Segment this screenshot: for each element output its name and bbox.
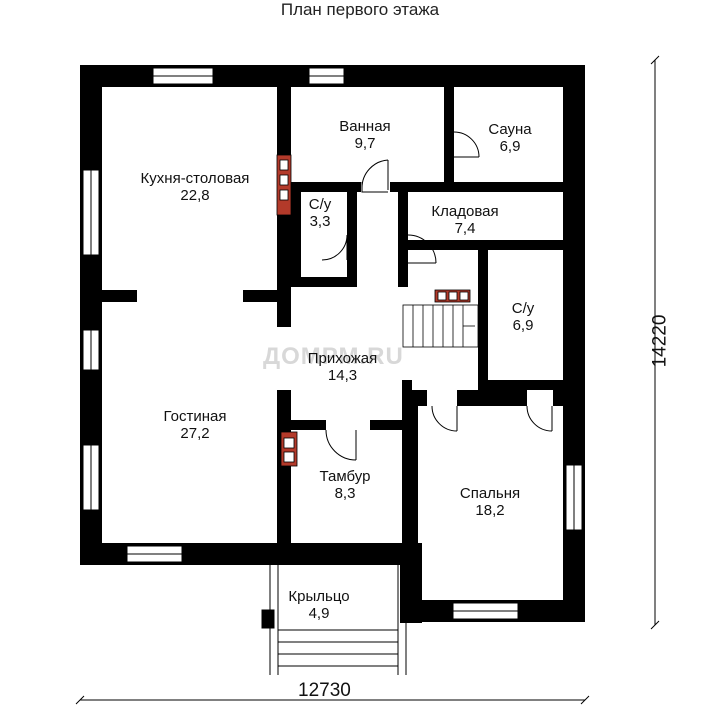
room-name: С/у bbox=[511, 300, 535, 317]
room-name: Кухня-столовая bbox=[140, 170, 250, 187]
room-area: 8,3 bbox=[334, 485, 356, 502]
room-bathroom: Ванная 9,7 bbox=[320, 118, 410, 152]
room-name: С/у bbox=[308, 196, 332, 213]
windows bbox=[82, 67, 583, 620]
stair bbox=[402, 304, 479, 348]
room-wc-right: С/у 6,9 bbox=[498, 300, 548, 334]
room-wc-small: С/у 3,3 bbox=[298, 196, 342, 230]
porch bbox=[261, 565, 407, 675]
interior-walls bbox=[102, 87, 563, 545]
dimension-lines bbox=[75, 55, 660, 705]
room-name: Гостиная bbox=[163, 408, 227, 425]
room-area: 6,9 bbox=[512, 317, 534, 334]
room-area: 14,3 bbox=[327, 367, 358, 384]
room-area: 9,7 bbox=[354, 135, 376, 152]
room-name: Спальня bbox=[459, 485, 521, 502]
room-area: 27,2 bbox=[180, 425, 210, 442]
room-name: Тамбур bbox=[319, 468, 371, 485]
plan-title: План первого этажа bbox=[280, 0, 440, 19]
room-kitchen: Кухня-столовая 22,8 bbox=[120, 170, 270, 204]
room-area: 22,8 bbox=[180, 187, 210, 204]
dimension-height: 14220 bbox=[649, 314, 671, 368]
room-name: Сауна bbox=[488, 121, 532, 138]
room-hall: Прихожая 14,3 bbox=[295, 350, 390, 384]
room-name: Кладовая bbox=[431, 203, 499, 220]
room-living: Гостиная 27,2 bbox=[140, 408, 250, 442]
room-area: 4,9 bbox=[308, 605, 330, 622]
room-sauna: Сауна 6,9 bbox=[470, 121, 550, 155]
room-storage: Кладовая 7,4 bbox=[415, 203, 515, 237]
room-bedroom: Спальня 18,2 bbox=[440, 485, 540, 519]
room-area: 6,9 bbox=[499, 138, 521, 155]
room-name: Прихожая bbox=[307, 350, 378, 367]
room-area: 3,3 bbox=[309, 213, 331, 230]
room-porch: Крыльцо 4,9 bbox=[278, 588, 360, 622]
room-name: Ванная bbox=[339, 118, 391, 135]
room-name: Крыльцо bbox=[288, 588, 350, 605]
doors bbox=[321, 131, 553, 461]
room-vestibule: Тамбур 8,3 bbox=[300, 468, 390, 502]
watermark: ДОМРМ.RU bbox=[263, 343, 404, 370]
stove bbox=[276, 154, 471, 467]
dimension-width: 12730 bbox=[298, 680, 351, 701]
room-area: 7,4 bbox=[454, 220, 476, 237]
room-area: 18,2 bbox=[475, 502, 505, 519]
